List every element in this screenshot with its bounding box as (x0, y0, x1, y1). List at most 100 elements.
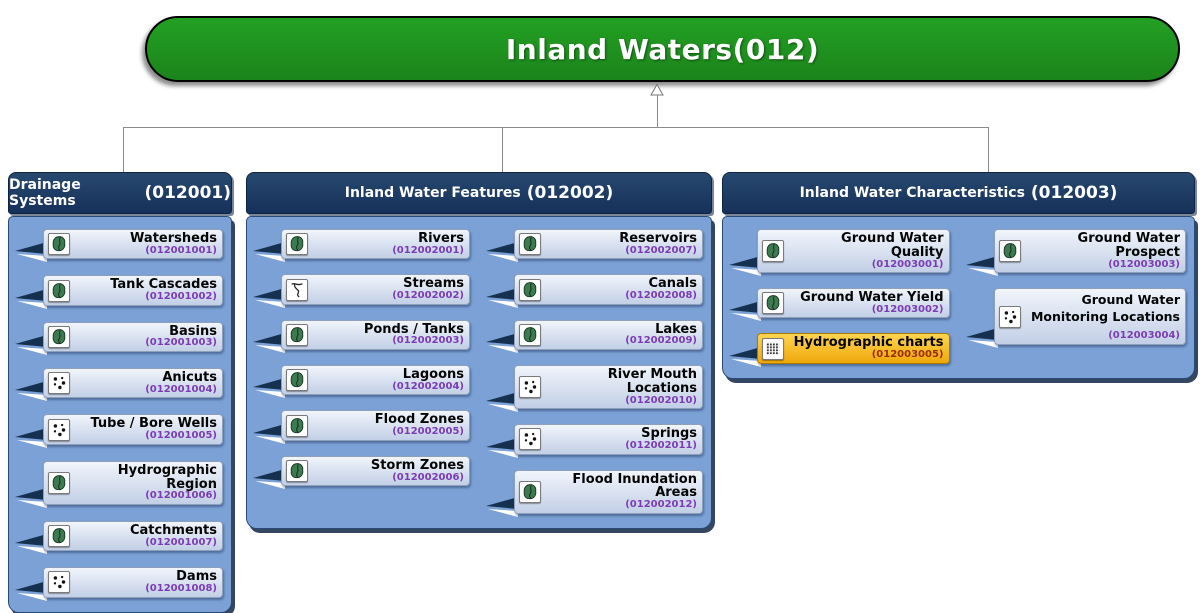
item-bar: Ground Water Yield (012003002) (757, 288, 950, 319)
point-icon (998, 305, 1021, 328)
polygon-icon (519, 323, 541, 346)
item-bar: Tube / Bore Wells (012001005) (43, 414, 223, 445)
item-text: Storm Zones (012002006) (308, 457, 469, 485)
item-bar: Flood Inundation Areas (012002012) (514, 469, 703, 514)
item-text: Ground Water Monitoring Locations (01200… (1021, 289, 1186, 344)
panel-column: Rivers (012002001) Streams (012002002) (253, 229, 470, 514)
panel-body: Watersheds (012001001) Tank Cascades (01… (8, 216, 232, 613)
item-hydrographic-charts[interactable]: Hydrographic charts (012003005) (729, 333, 950, 363)
panel-inland-water-features: Inland Water Features (012002) Rivers (0… (246, 172, 712, 529)
item-ponds-tanks[interactable]: Ponds / Tanks (012002003) (253, 319, 470, 350)
item-code: (012001001) (145, 244, 217, 256)
item-text: Ground Water Quality (012003001) (784, 230, 949, 272)
polygon-icon (762, 240, 784, 263)
panel-column: Ground Water Quality (012003001) Ground … (729, 229, 950, 364)
item-river-mouth-locations[interactable]: River Mouth Locations (012002010) (486, 365, 703, 409)
polygon-icon (48, 279, 70, 302)
item-lakes[interactable]: Lakes (012002009) (486, 319, 703, 351)
item-code: (012002002) (392, 290, 464, 302)
item-code: (012002010) (625, 394, 697, 406)
polygon-icon (286, 369, 308, 392)
item-springs[interactable]: Springs (012002011) (486, 424, 703, 454)
item-text: Ponds / Tanks (012002003) (308, 321, 469, 349)
item-streams[interactable]: Streams (012002002) (253, 274, 470, 304)
item-bar: Rivers (012002001) (281, 229, 470, 260)
item-code: (012002007) (625, 244, 697, 256)
item-bar: Basins (012001003) (43, 321, 223, 353)
item-label: Tube / Bore Wells (90, 416, 217, 432)
panel-inland-water-characteristics: Inland Water Characteristics (012003) Gr… (722, 172, 1195, 379)
item-text: Lagoons (012002004) (308, 366, 469, 394)
item-ground-water-prospect[interactable]: Ground Water Prospect (012003003) (966, 229, 1186, 273)
item-flood-inundation-areas[interactable]: Flood Inundation Areas (012002012) (486, 469, 703, 514)
item-code: (012002009) (625, 335, 697, 347)
item-text: Streams (012002002) (308, 275, 469, 303)
polygon-icon (519, 480, 541, 503)
item-label: Ground Water Quality (841, 231, 944, 260)
item-text: Springs (012002011) (541, 425, 702, 453)
item-label: Dams (176, 569, 217, 585)
item-code: (012002004) (392, 380, 464, 392)
item-flood-zones[interactable]: Flood Zones (012002005) (253, 410, 470, 440)
item-code: (012001005) (145, 430, 217, 442)
panel-header: Drainage Systems (012001) (8, 172, 232, 214)
item-bar: Catchments (012001007) (43, 520, 223, 552)
item-code: (012001007) (145, 536, 217, 548)
item-basins[interactable]: Basins (012001003) (15, 321, 223, 353)
item-ground-water-monitoring-locations[interactable]: Ground Water Monitoring Locations (01200… (966, 288, 1186, 348)
item-watersheds[interactable]: Watersheds (012001001) (15, 229, 223, 259)
item-ground-water-quality[interactable]: Ground Water Quality (012003001) (729, 229, 950, 273)
item-dams[interactable]: Dams (012001008) (15, 567, 223, 597)
item-text: Hydrographic charts (012003005) (784, 334, 949, 362)
item-bar: Hydrographic charts (012003005) (757, 333, 950, 364)
item-code: (012002006) (392, 471, 464, 483)
connector-line (657, 95, 658, 127)
item-label: Storm Zones (370, 457, 464, 473)
item-lagoons[interactable]: Lagoons (012002004) (253, 365, 470, 395)
item-code: (012001003) (145, 337, 217, 349)
item-rivers[interactable]: Rivers (012002001) (253, 229, 470, 259)
item-anicuts[interactable]: Anicuts (012001004) (15, 368, 223, 398)
item-hydrographic-region[interactable]: Hydrographic Region (012001006) (15, 460, 223, 505)
item-code: (012003005) (871, 349, 944, 361)
item-bar: River Mouth Locations (012002010) (514, 365, 703, 410)
item-bar: Tank Cascades (012001002) (43, 275, 223, 306)
item-text: River Mouth Locations (012002010) (541, 366, 702, 408)
item-canals[interactable]: Canals (012002008) (486, 274, 703, 304)
item-label: Streams (403, 276, 464, 292)
item-label: Ground Water Monitoring Locations (1030, 292, 1180, 325)
item-text: Reservoirs (012002007) (541, 230, 702, 258)
polygon-icon (48, 471, 70, 494)
panel-header: Inland Water Characteristics (012003) (722, 172, 1195, 214)
item-storm-zones[interactable]: Storm Zones (012002006) (253, 455, 470, 486)
item-ground-water-yield[interactable]: Ground Water Yield (012003002) (729, 288, 950, 318)
panel-code: (012002) (526, 183, 614, 203)
item-bar: Lagoons (012002004) (281, 365, 470, 396)
item-bar: Hydrographic Region (012001006) (43, 460, 223, 505)
item-code: (012001006) (145, 490, 217, 502)
item-label: Flood Inundation Areas (572, 471, 697, 501)
item-catchments[interactable]: Catchments (012001007) (15, 520, 223, 552)
item-text: Tube / Bore Wells (012001005) (70, 415, 222, 443)
item-bar: Springs (012002011) (514, 424, 703, 455)
fold-ribbon-icon (966, 328, 998, 348)
polygon-icon (48, 325, 70, 348)
panel-title: Inland Water Characteristics (799, 185, 1025, 201)
item-tank-cascades[interactable]: Tank Cascades (012001002) (15, 275, 223, 305)
item-text: Anicuts (012001004) (70, 369, 222, 397)
item-reservoirs[interactable]: Reservoirs (012002007) (486, 229, 703, 259)
page-title: Inland Waters(012) (505, 32, 820, 66)
item-label: River Mouth Locations (607, 367, 697, 396)
item-text: Ground Water Yield (012003002) (784, 289, 949, 317)
item-bar: Lakes (012002009) (514, 319, 703, 351)
item-label: Flood Zones (374, 412, 464, 428)
raster-grid-icon (762, 337, 784, 360)
item-text: Canals (012002008) (541, 275, 702, 303)
item-text: Flood Inundation Areas (012002012) (541, 471, 702, 513)
item-label: Rivers (418, 231, 464, 246)
panel-body: Rivers (012002001) Streams (012002002) (246, 216, 712, 529)
item-label: Canals (648, 276, 697, 292)
item-tube-bore-wells[interactable]: Tube / Bore Wells (012001005) (15, 414, 223, 444)
panel-column: Ground Water Prospect (012003003) Ground… (966, 229, 1186, 364)
panel-header: Inland Water Features (012002) (246, 172, 712, 214)
